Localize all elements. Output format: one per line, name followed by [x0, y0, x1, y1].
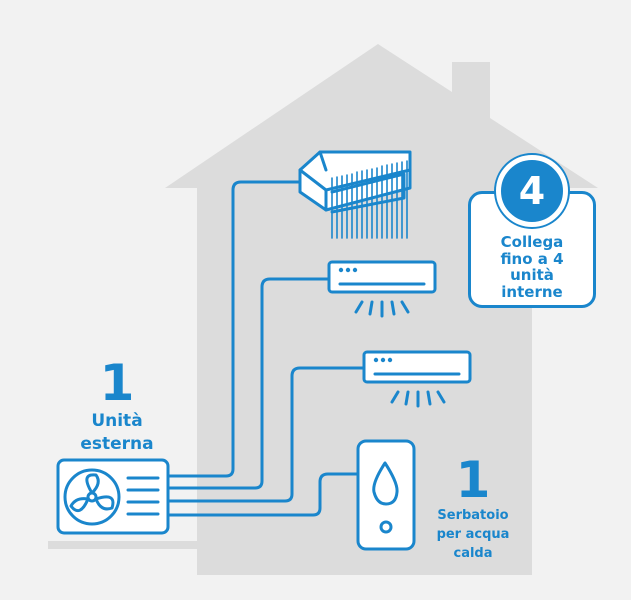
outdoor-unit-label-line2: esterna: [80, 433, 154, 454]
outdoor-unit: [56, 458, 170, 535]
hot-water-tank: [356, 439, 416, 551]
outdoor-unit-label: 1 Unità esterna: [62, 358, 172, 453]
pipe-to-ducted-unit: [166, 180, 302, 478]
ducted-indoor-unit: [298, 150, 412, 239]
outdoor-unit-label-line1: Unità: [91, 411, 143, 431]
ground-line: [48, 541, 198, 549]
water-tank-label-line3: calda: [453, 545, 493, 561]
pipe-to-wall-unit-2: [166, 366, 366, 503]
indoor-units-line3: unità: [510, 266, 554, 284]
pipe-to-water-tank: [166, 472, 360, 517]
indoor-units-line1: Collega: [500, 233, 564, 251]
water-tank-label-line1: Serbatoio: [437, 508, 509, 523]
indoor-units-text: Collega fino a 4 unità interne: [468, 234, 596, 300]
water-tank-label: 1 Serbatoio per acqua calda: [428, 455, 518, 562]
water-tank-count: 1: [455, 451, 491, 509]
water-tank-label-line2: per acqua: [436, 526, 510, 542]
pipe-to-wall-unit-1: [166, 277, 331, 490]
indoor-units-line4: interne: [501, 282, 563, 301]
outdoor-unit-count: 1: [99, 354, 135, 412]
indoor-units-line2: fino a 4: [500, 249, 564, 268]
indoor-units-count-badge: 4: [496, 155, 568, 227]
